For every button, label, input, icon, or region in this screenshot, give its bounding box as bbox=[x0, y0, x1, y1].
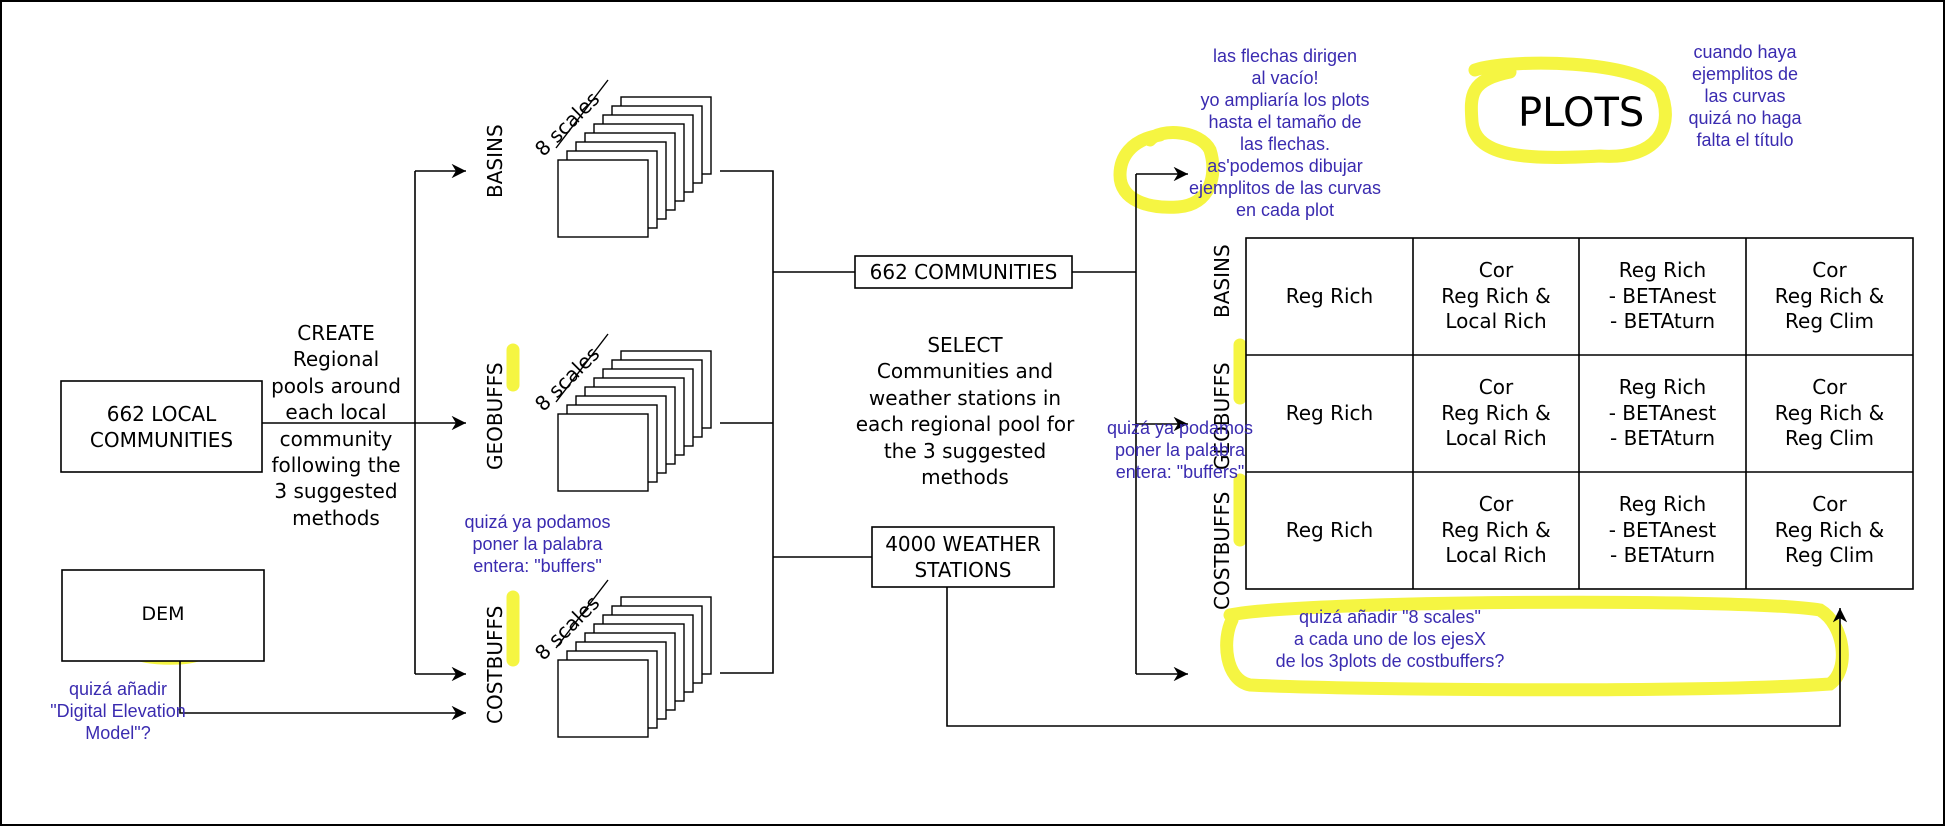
note-scales: quizá añadir "8 scales" a cada uno de lo… bbox=[1275, 607, 1505, 671]
grid-cell: Reg Rich - BETAnest - BETAturn bbox=[1608, 492, 1717, 568]
scale-sheet-costbuffs bbox=[557, 659, 649, 738]
grid-cell: Reg Rich - BETAnest - BETAturn bbox=[1608, 375, 1717, 451]
local-communities-label: 662 LOCAL COMMUNITIES bbox=[89, 401, 234, 452]
method-label-costbuffs: COSTBUFFS bbox=[483, 605, 507, 724]
connector-lines bbox=[179, 163, 1848, 727]
weather-stations-box bbox=[871, 526, 1055, 588]
scale-sheet-basins bbox=[557, 159, 649, 238]
merge-bracket bbox=[720, 170, 774, 674]
communities-label: 662 COMMUNITIES bbox=[869, 260, 1058, 284]
grid-cell: Reg Rich - BETAnest - BETAturn bbox=[1608, 258, 1717, 334]
plots-grid bbox=[1245, 237, 1914, 590]
grid-cell: Cor Reg Rich & Local Rich bbox=[1441, 375, 1551, 451]
highlight-arrow-top bbox=[1113, 126, 1220, 214]
method-label-geobuffs: GEOBUFFS bbox=[483, 362, 507, 470]
scale-tick-line bbox=[555, 79, 609, 149]
grid-cell: Cor Reg Rich & Reg Clim bbox=[1774, 375, 1885, 451]
dem-box bbox=[61, 569, 265, 662]
grid-cell: Cor Reg Rich & Local Rich bbox=[1441, 258, 1551, 334]
weather-stations-label: 4000 WEATHER STATIONS bbox=[885, 532, 1041, 582]
scale-sheet-geobuffs bbox=[557, 413, 649, 492]
plots-title: PLOTS bbox=[1518, 90, 1645, 136]
scale-tick-line bbox=[555, 333, 609, 403]
note-buffers-left: quizá ya podamos poner la palabra entera… bbox=[464, 512, 611, 576]
grid-cell: Cor Reg Rich & Reg Clim bbox=[1774, 492, 1885, 568]
method-label-basins: BASINS bbox=[483, 124, 507, 198]
highlight-plots-title bbox=[1464, 56, 1672, 164]
note-dem: quizá añadir "Digital Elevation Model"? bbox=[50, 679, 186, 743]
create-step-text: CREATE Regional pools around each local … bbox=[271, 321, 401, 530]
highlight-scales-note bbox=[1220, 595, 1849, 697]
arrow-dem-to-costbuffs bbox=[179, 661, 466, 721]
grid-row-label-basins: BASINS bbox=[1210, 244, 1234, 318]
grid-cell: Reg Rich bbox=[1285, 283, 1374, 308]
note-arrows: las flechas dirigen al vacío! yo ampliar… bbox=[1188, 46, 1382, 220]
grid-row-label-costbuffs: COSTBUFFS bbox=[1210, 491, 1234, 610]
dem-label: DEM bbox=[141, 602, 185, 625]
select-step-text: SELECT Communities and weather stations … bbox=[855, 333, 1075, 489]
note-title: cuando haya ejemplitos de las curvas qui… bbox=[1688, 42, 1802, 150]
grid-cell: Reg Rich bbox=[1285, 400, 1374, 425]
grid-cell: Reg Rich bbox=[1285, 517, 1374, 542]
grid-cell: Cor Reg Rich & Reg Clim bbox=[1774, 258, 1885, 334]
local-communities-box bbox=[60, 380, 263, 473]
note-buffers-right: quizá ya podamos poner la palabra entera… bbox=[1106, 418, 1254, 482]
arrow-weather-to-plots bbox=[946, 587, 1848, 727]
scale-stacks bbox=[555, 79, 712, 738]
scale-tick-line bbox=[555, 579, 609, 649]
grid-cell: Cor Reg Rich & Local Rich bbox=[1441, 492, 1551, 568]
